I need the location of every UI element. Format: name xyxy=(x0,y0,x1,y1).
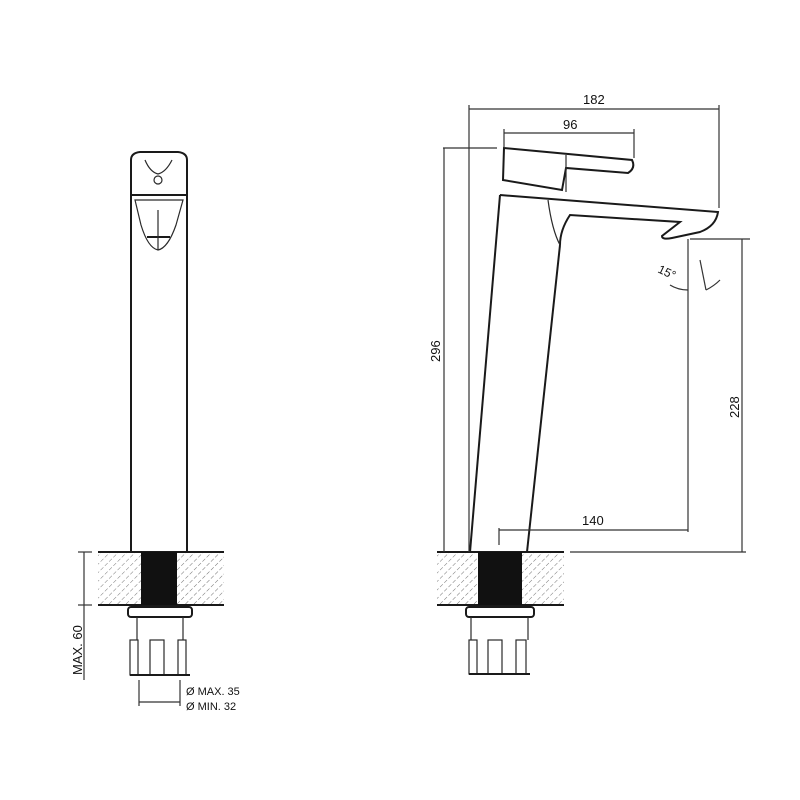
dim-hole-diameter: Ø MAX. 35 Ø MIN. 32 xyxy=(138,680,240,713)
dim-296: 296 xyxy=(428,147,497,552)
angle-15-label: 15° xyxy=(656,262,679,282)
side-body xyxy=(469,194,561,553)
height-296-label: 296 xyxy=(428,340,443,362)
front-spout xyxy=(134,199,184,251)
dim-96: 96 xyxy=(503,117,635,158)
side-view: 182 96 296 228 140 xyxy=(428,92,750,675)
dim-182: 182 xyxy=(468,92,720,552)
front-view: MAX. 60 Ø MAX. 35 Ø MIN. 32 xyxy=(70,151,240,713)
front-body xyxy=(130,195,188,552)
hole-max-label: Ø MAX. 35 xyxy=(186,686,240,698)
handle-96-label: 96 xyxy=(563,117,577,132)
front-fixing-nut xyxy=(127,606,193,676)
dim-140: 140 xyxy=(498,239,689,545)
height-228-label: 228 xyxy=(727,396,742,418)
dim-max-60: MAX. 60 xyxy=(70,551,92,680)
front-countertop xyxy=(98,551,224,606)
reach-140-label: 140 xyxy=(582,513,604,528)
dim-228: 228 xyxy=(690,238,750,552)
side-handle xyxy=(501,146,635,192)
side-fixing-nut xyxy=(465,606,535,675)
side-countertop xyxy=(437,551,746,606)
front-handle xyxy=(130,151,188,196)
side-spout xyxy=(499,194,720,246)
depth-182-label: 182 xyxy=(583,92,605,107)
hole-min-label: Ø MIN. 32 xyxy=(186,701,236,713)
max-60-label: MAX. 60 xyxy=(70,625,85,675)
